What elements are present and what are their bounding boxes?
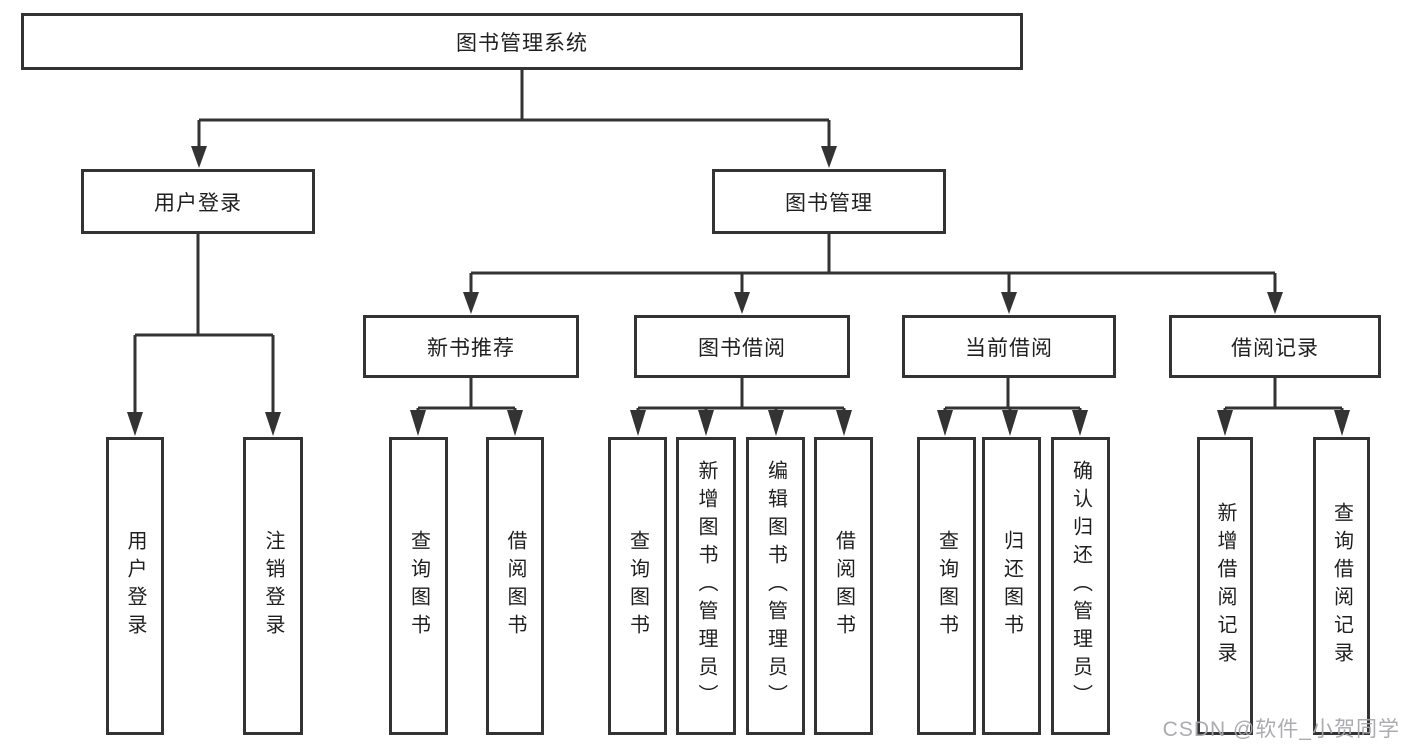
node-borrowing-records: 借阅记录 (1169, 315, 1381, 378)
leaf-confirm-return-admin: 确认归还（管理员） (1051, 437, 1110, 735)
leaf-add-book-admin: 新增图书（管理员） (676, 437, 736, 735)
connector-current-borrowing (943, 378, 1082, 414)
connector-book-management (469, 234, 1277, 296)
leaf-query-books-borrowing: 查询图书 (608, 437, 667, 735)
connector-borrowing-records (1223, 378, 1344, 414)
connector-user-login (133, 234, 275, 416)
leaf-borrow-books-borrowing: 借阅图书 (814, 437, 873, 735)
node-new-book-recommend: 新书推荐 (363, 315, 579, 378)
leaf-query-borrow-record: 查询借阅记录 (1313, 437, 1370, 735)
leaf-add-borrow-record: 新增借阅记录 (1197, 437, 1253, 735)
connector-book-borrowing (636, 378, 846, 414)
connector-new-book (416, 378, 517, 414)
node-user-login-group: 用户登录 (81, 169, 315, 234)
leaf-query-books-current: 查询图书 (917, 437, 976, 735)
node-root: 图书管理系统 (21, 13, 1023, 70)
leaf-borrow-books-recommend: 借阅图书 (486, 437, 544, 735)
node-book-borrowing: 图书借阅 (634, 315, 850, 378)
node-current-borrowing: 当前借阅 (902, 315, 1116, 378)
node-book-management: 图书管理 (712, 169, 946, 234)
leaf-return-book: 归还图书 (982, 437, 1041, 735)
leaf-user-login: 用户登录 (106, 437, 164, 735)
connector-root (197, 70, 831, 150)
leaf-edit-book-admin: 编辑图书（管理员） (746, 437, 805, 735)
leaf-logout: 注销登录 (243, 437, 303, 735)
leaf-query-books-recommend: 查询图书 (389, 437, 448, 735)
